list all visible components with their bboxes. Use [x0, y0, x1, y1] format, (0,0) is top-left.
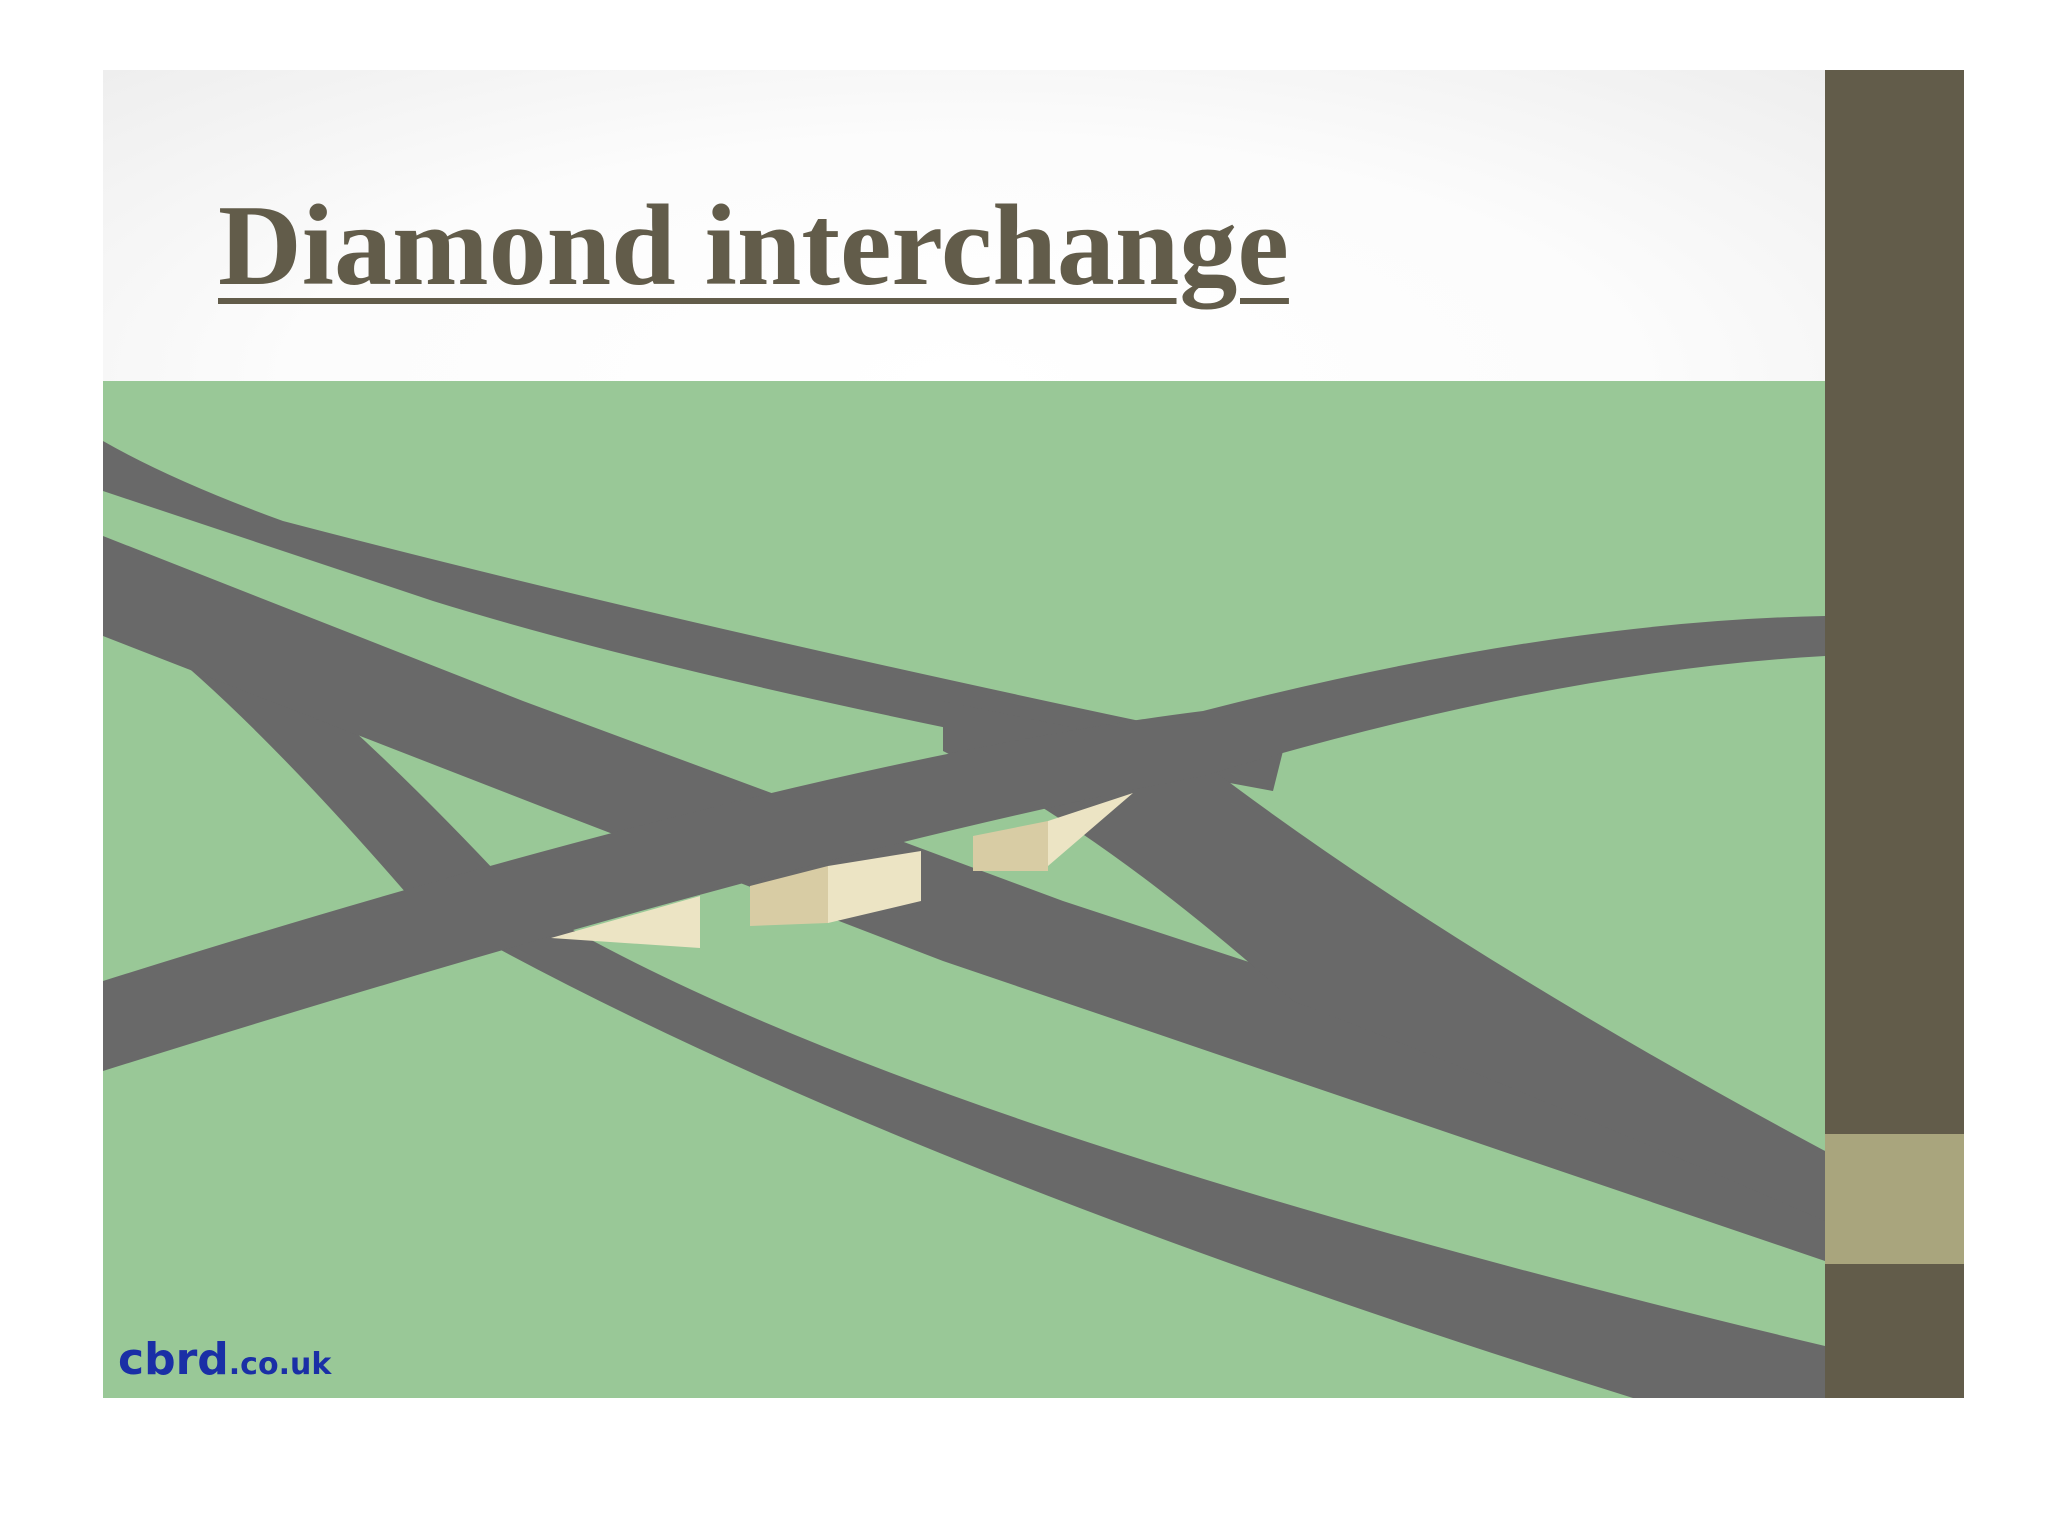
upper-right-ramp — [943, 701, 1825, 1221]
upper-left-ramp — [103, 441, 1283, 791]
slide-title: Diamond interchange — [218, 182, 1289, 310]
interchange-svg — [103, 441, 1825, 1398]
slide-header — [103, 70, 1825, 381]
bridge-pier-left — [828, 851, 921, 923]
bridge-abutment-right — [1048, 793, 1133, 866]
watermark-tld: .co.uk — [228, 1347, 332, 1382]
sidebar-accent — [1825, 1134, 1964, 1264]
bridge-pier-right-shadow — [973, 821, 1048, 871]
bridge-pier-left-shadow — [750, 866, 828, 926]
interchange-diagram — [103, 381, 1825, 1398]
far-left-ramp — [103, 541, 1825, 1398]
bridge-abutment-left — [551, 896, 700, 948]
watermark-main: cbrd — [118, 1334, 229, 1385]
overpass-road — [103, 616, 1825, 1071]
main-freeway-road — [103, 536, 1825, 1261]
cbrd-watermark: cbrd.co.uk — [118, 1338, 331, 1382]
